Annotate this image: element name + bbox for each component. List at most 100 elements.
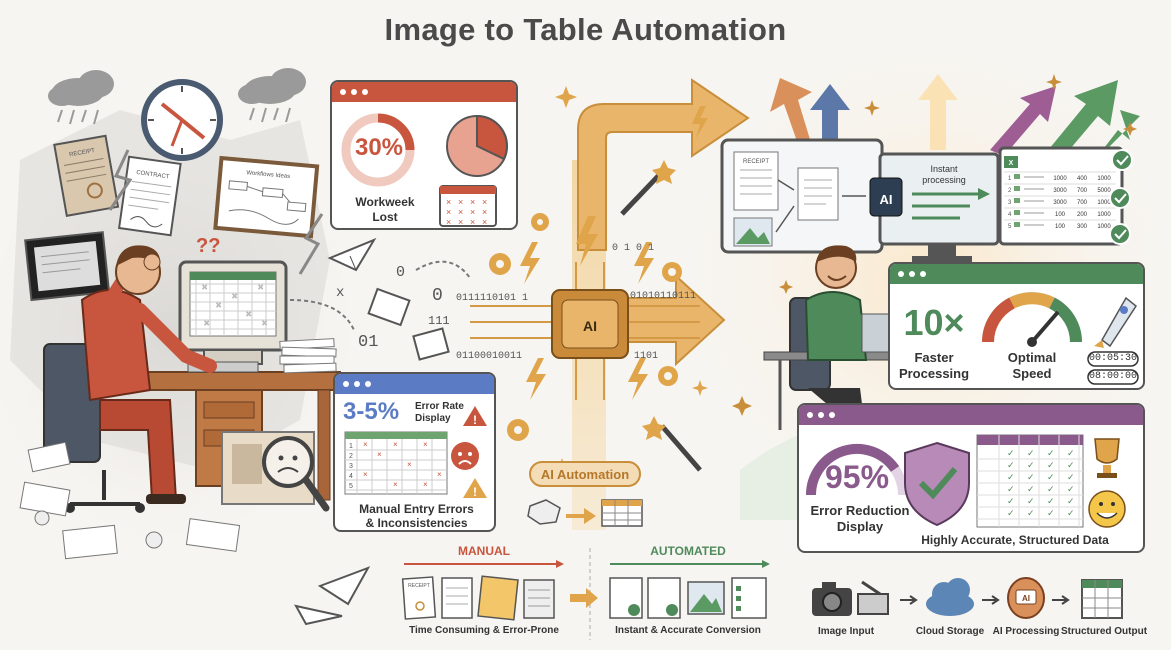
svg-text:!: ! xyxy=(473,413,477,427)
check-mark: ✓ xyxy=(1067,449,1075,459)
magic-wand-icon xyxy=(620,160,702,472)
arrow-right-icon xyxy=(900,595,918,605)
calendar-mark: × xyxy=(482,197,487,207)
rain-cloud-icon xyxy=(48,70,114,125)
dashed-path xyxy=(415,260,471,279)
row-number: 5 xyxy=(349,483,353,490)
automated-caption: Instant & Accurate Conversion xyxy=(615,625,761,636)
accuracy-graphics: ✓✓✓✓✓✓✓✓✓✓✓✓✓✓✓✓✓✓✓✓✓✓✓✓ xyxy=(805,434,1126,528)
trophy-icon xyxy=(1094,438,1120,478)
magnifier-icon xyxy=(262,436,330,512)
workweek-percent: 30% xyxy=(354,134,404,161)
sheet-cell-value: 700 xyxy=(1077,188,1088,194)
ai-monitor: Instant processing AI xyxy=(869,152,1000,262)
error-mark: × xyxy=(393,440,398,449)
calendar-mark: × xyxy=(482,217,487,227)
svg-text:01010110111: 01010110111 xyxy=(630,291,696,302)
svg-text:0 1 0 1: 0 1 0 1 xyxy=(612,243,654,254)
manual-heading: MANUAL xyxy=(458,544,510,558)
instant-label-line2: processing xyxy=(922,175,966,185)
card-title-bar xyxy=(332,82,516,102)
sheet-cell-value: 300 xyxy=(1077,224,1088,230)
gauge-label-line2: Speed xyxy=(1012,366,1052,381)
sheet-cell-value: 3000 xyxy=(1053,188,1067,194)
bolt-icon xyxy=(520,106,708,400)
calendar-mark: × xyxy=(446,217,451,227)
crt-monitor: ××××××× xyxy=(178,260,288,373)
sheet-cell-value: 1000 xyxy=(1097,200,1111,206)
pipeline-label-image-input: Image Input xyxy=(818,626,875,637)
ai-automation-badge: AI Automation xyxy=(529,461,641,487)
error-mark: × xyxy=(202,282,207,292)
calendar-mark: × xyxy=(470,207,475,217)
row-number: 4 xyxy=(349,473,353,480)
speed-label-line1: Faster xyxy=(914,350,954,365)
accuracy-label-line2: Display xyxy=(836,519,884,534)
row-number: 1 xyxy=(349,443,353,450)
row-number: 2 xyxy=(349,453,353,460)
error-percent: 3-5% xyxy=(343,398,400,425)
check-mark: ✓ xyxy=(1027,473,1035,483)
sheet-row-number: 1 xyxy=(1008,176,1012,182)
svg-text:!: ! xyxy=(473,485,477,499)
accuracy-caption: Highly Accurate, Structured Data xyxy=(921,533,1109,547)
sheet-cell-value: 1000 xyxy=(1097,176,1111,182)
sheet-cell-value: 100 xyxy=(1055,212,1066,218)
sheet-cell-value: 5000 xyxy=(1097,188,1111,194)
workweek-graphics: ×××××××××××× xyxy=(341,113,508,227)
paper-stack xyxy=(279,338,337,374)
svg-text:01100010011: 01100010011 xyxy=(456,351,522,362)
manual-docs-row: RECEIPT xyxy=(401,575,555,621)
pipeline-label-ai-processing: AI Processing xyxy=(993,626,1060,637)
check-mark: ✓ xyxy=(1007,473,1015,483)
error-mark: × xyxy=(423,480,428,489)
sheet-row-number: 4 xyxy=(1008,212,1012,218)
check-icon xyxy=(1109,149,1133,245)
check-mark: ✓ xyxy=(1067,497,1075,507)
check-mark: ✓ xyxy=(1067,509,1075,519)
gauge-label-line1: Optimal xyxy=(1007,350,1057,365)
whiteboard-sketch: Workflows Ideas xyxy=(213,155,320,239)
workweek-label-line2: Lost xyxy=(372,210,398,224)
input-monitor: RECEIPT xyxy=(720,138,884,254)
speed-factor: 10× xyxy=(903,302,965,343)
sheet-row-number: 2 xyxy=(1008,188,1012,194)
check-mark: ✓ xyxy=(1007,461,1015,471)
check-mark: ✓ xyxy=(1027,497,1035,507)
contract-label: CONTRACT xyxy=(136,170,170,181)
photo-document xyxy=(24,231,111,302)
error-mark: × xyxy=(437,470,442,479)
stressed-worker xyxy=(43,245,217,513)
workweek-lost-card: ×××××××××××× 30% Workweek Lost xyxy=(330,80,518,230)
check-mark: ✓ xyxy=(1047,497,1055,507)
timer-two: 08:00:00 xyxy=(1088,371,1137,382)
check-mark: ✓ xyxy=(1047,485,1055,495)
svg-text:111: 111 xyxy=(428,314,450,328)
check-mark: ✓ xyxy=(1007,485,1015,495)
check-mark: ✓ xyxy=(1067,461,1075,471)
crumpled-paper-icon xyxy=(527,499,561,525)
sheet-cell-value: 400 xyxy=(1077,176,1088,182)
sheet-cell-value: 1000 xyxy=(1053,176,1067,182)
camera-icon xyxy=(812,582,852,616)
arrow-right-icon xyxy=(1052,595,1070,605)
error-mark: × xyxy=(258,282,263,292)
lightning-crack xyxy=(108,149,133,211)
error-mark: × xyxy=(423,440,428,449)
check-mark: ✓ xyxy=(1047,449,1055,459)
floor-papers xyxy=(19,441,241,560)
check-mark: ✓ xyxy=(1047,509,1055,519)
error-mark: × xyxy=(246,309,251,319)
sheet-cell-value: 1000 xyxy=(1097,224,1111,230)
smiley-icon xyxy=(1088,490,1126,528)
check-mark: ✓ xyxy=(1007,449,1015,459)
svg-text:0: 0 xyxy=(396,264,405,281)
sheet-row-number: 5 xyxy=(1008,224,1012,230)
page-title: Image to Table Automation xyxy=(384,12,787,47)
flying-paper xyxy=(367,287,450,361)
bottom-receipt-label: RECEIPT xyxy=(408,583,430,589)
question-marks: ?? xyxy=(196,235,220,257)
